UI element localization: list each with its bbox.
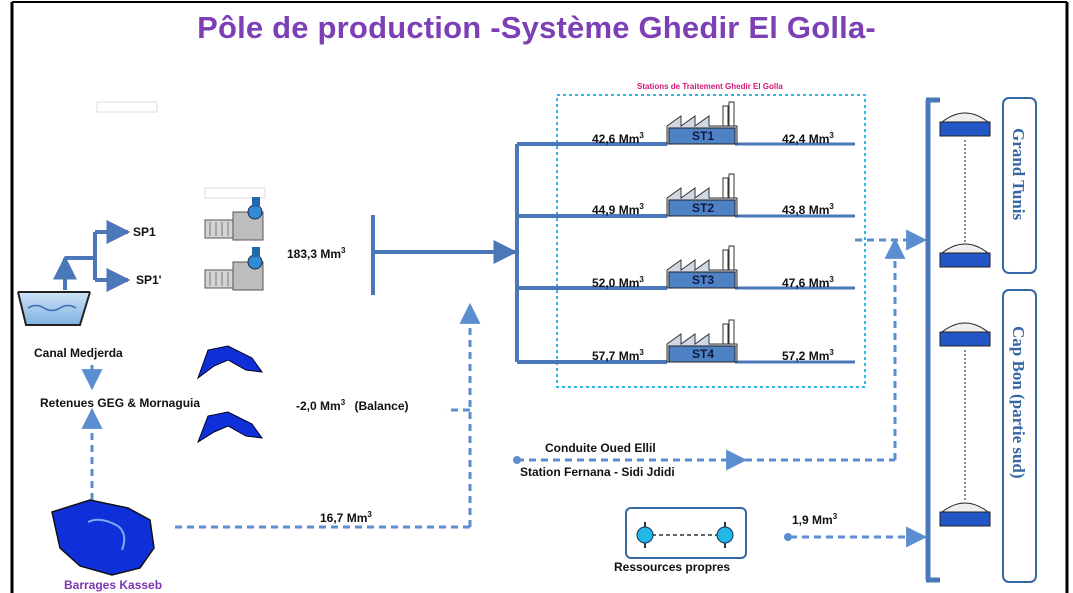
canal-basin-icon	[17, 291, 91, 326]
barrage-icon	[51, 499, 155, 576]
retenues-label: Retenues GEG & Mornaguia	[40, 396, 201, 410]
reservoir-icon	[939, 243, 991, 268]
st1-label: ST1	[691, 129, 714, 143]
station-st1	[666, 101, 738, 145]
st1-in-flow: 42,6 Mm3	[592, 131, 644, 146]
reservoirs	[939, 112, 991, 527]
faint-box-2	[204, 187, 266, 199]
propres-flow: 1,9 Mm3	[792, 512, 838, 527]
page-title: Pôle de production -Système Ghedir El Go…	[197, 10, 876, 45]
sp1-label: SP1	[133, 225, 156, 239]
st1-out-flow: 42,4 Mm3	[782, 131, 834, 146]
reservoir-icon	[939, 502, 991, 527]
balance-note: (Balance)	[354, 399, 409, 413]
st4-out-flow: 57,2 Mm3	[782, 348, 834, 363]
grand-tunis-box	[1002, 97, 1037, 274]
station-st4	[666, 319, 738, 363]
retenue-icon-2	[196, 411, 264, 444]
st2-in-flow: 44,9 Mm3	[592, 202, 644, 217]
outflow-pipes	[735, 142, 855, 364]
reservoir-icon	[939, 322, 991, 347]
conduite-node	[513, 456, 521, 464]
sp1b-label: SP1'	[136, 273, 162, 287]
st4-in-flow: 57,7 Mm3	[592, 348, 644, 363]
st4-label: ST4	[691, 347, 714, 361]
conduite-label-2: Station Fernana - Sidi Jdidi	[520, 465, 675, 479]
retenue-icon-1	[196, 345, 264, 380]
station-st3	[666, 245, 738, 289]
kasseb-flow: 16,7 Mm3	[320, 510, 372, 525]
main-pipe	[371, 142, 667, 364]
pump-sp1b-icon	[204, 247, 264, 291]
st2-out-flow: 43,8 Mm3	[782, 202, 834, 217]
canal-pipes	[53, 220, 131, 292]
cap-bon-label: Cap Bon (partie sud)	[1009, 326, 1028, 479]
st3-label: ST3	[691, 273, 714, 287]
reservoir-icon	[939, 112, 991, 137]
st2-label: ST2	[691, 201, 714, 215]
ressources-box	[625, 507, 747, 559]
ressources-label: Ressources propres	[614, 560, 731, 574]
station-st2	[666, 173, 738, 217]
dashed-network	[81, 229, 928, 548]
balance-flow: -2,0 Mm3 (Balance)	[296, 398, 409, 413]
conduite-label-1: Conduite Oued Ellil	[545, 441, 656, 455]
propres-node	[784, 533, 792, 541]
cap-bon-box	[1002, 289, 1037, 583]
st3-out-flow: 47,6 Mm3	[782, 275, 834, 290]
faint-box-1	[96, 101, 158, 113]
st3-in-flow: 52,0 Mm3	[592, 275, 644, 290]
barrages-label: Barrages Kasseb	[64, 578, 163, 592]
grand-tunis-label: Grand Tunis	[1009, 128, 1028, 221]
pump-sp1-icon	[204, 197, 264, 241]
canal-label: Canal Medjerda	[34, 346, 123, 360]
stations-title: Stations de Traitement Ghedir El Golla	[637, 82, 783, 91]
main-flow: 183,3 Mm3	[287, 246, 346, 261]
